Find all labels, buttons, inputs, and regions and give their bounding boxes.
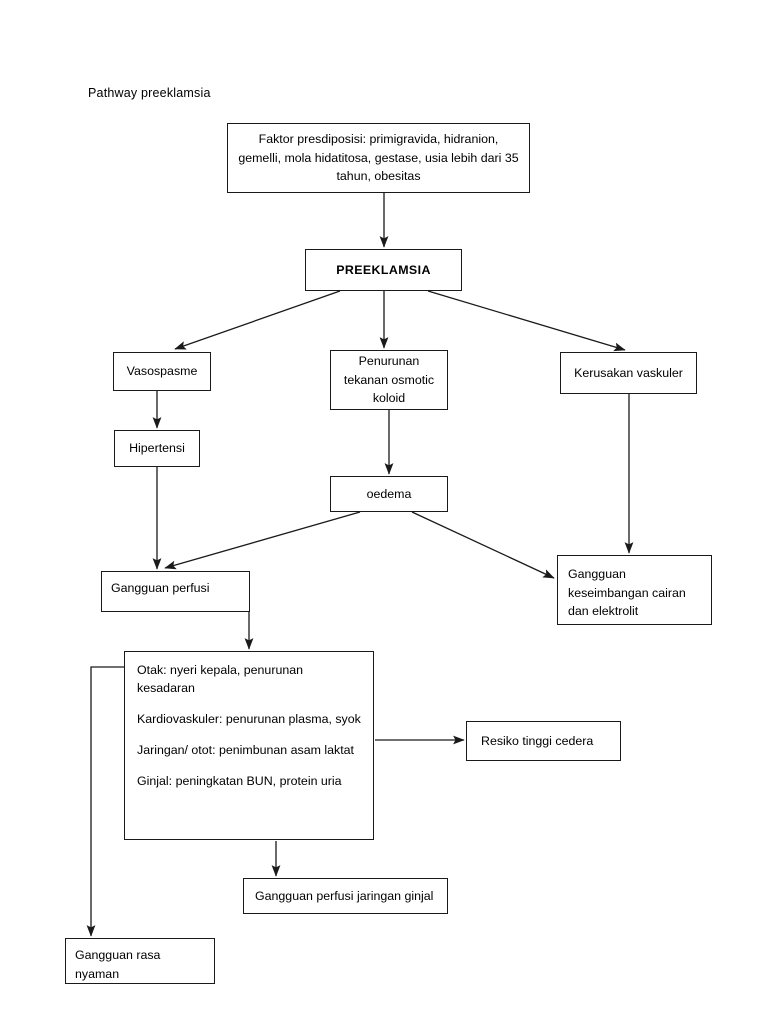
node-penurunan-tekanan-osmotic-koloid[interactable]: Penurunan tekanan osmotic koloid	[330, 350, 448, 410]
edge-detail-to-nyaman	[86, 666, 124, 937]
page-title: Pathway preeklamsia	[88, 86, 211, 100]
node-vasospasme[interactable]: Vasospasme	[113, 352, 211, 391]
node-gangguan-keseimbangan-cairan-elektrolit[interactable]: Gangguan keseimbangan cairan dan elektro…	[557, 555, 712, 625]
node-faktor-presdiposisi[interactable]: Faktor presdiposisi: primigravida, hidra…	[227, 123, 530, 193]
detail-item-otak: Otak: nyeri kepala, penurunan kesadaran	[137, 663, 304, 695]
node-organ-manifestations[interactable]: Otak: nyeri kepala, penurunan kesadaran …	[124, 651, 374, 840]
node-resiko-tinggi-cedera-label: Resiko tinggi cedera	[481, 733, 594, 748]
node-hipertensi-label: Hipertensi	[129, 441, 185, 456]
node-gangguan-perfusi-ginjal-label: Gangguan perfusi jaringan ginjal	[255, 888, 434, 903]
node-gangguan-rasa-nyaman-label: Gangguan rasa nyaman	[75, 948, 161, 981]
detail-item-ginjal: Ginjal: peningkatan BUN, protein uria	[137, 773, 342, 788]
node-hipertensi[interactable]: Hipertensi	[114, 430, 200, 467]
node-gangguan-perfusi[interactable]: Gangguan perfusi	[101, 571, 250, 612]
node-preeklamsia[interactable]: PREEKLAMSIA	[305, 249, 462, 291]
edge-preeklamsia-to-kerusakan	[427, 290, 626, 352]
node-faktor-label: Faktor presdiposisi: primigravida, hidra…	[238, 132, 519, 184]
node-gangguan-rasa-nyaman[interactable]: Gangguan rasa nyaman	[65, 938, 215, 984]
node-kerusakan-vaskuler[interactable]: Kerusakan vaskuler	[560, 352, 697, 394]
edge-oedema-to-keseimbangan	[411, 511, 555, 579]
edge-preeklamsia-to-vasospasme	[174, 290, 341, 350]
node-oedema-label: oedema	[366, 486, 412, 501]
node-penurunan-label: Penurunan tekanan osmotic koloid	[343, 354, 435, 406]
node-gangguan-perfusi-label: Gangguan perfusi	[111, 581, 210, 595]
node-vasospasme-label: Vasospasme	[126, 364, 198, 379]
detail-item-jaringan-otot: Jaringan/ otot: penimbunan asam laktat	[137, 742, 354, 757]
node-gangguan-keseimbangan-label: Gangguan keseimbangan cairan dan elektro…	[568, 567, 686, 619]
node-preeklamsia-label: PREEKLAMSIA	[336, 262, 431, 277]
node-oedema[interactable]: oedema	[330, 476, 448, 512]
edge-oedema-to-gangguan-perfusi	[164, 511, 361, 570]
node-resiko-tinggi-cedera[interactable]: Resiko tinggi cedera	[466, 721, 621, 761]
detail-item-kardiovaskuler: Kardiovaskuler: penurunan plasma, syok	[137, 711, 361, 726]
node-kerusakan-vaskuler-label: Kerusakan vaskuler	[574, 365, 683, 380]
node-gangguan-perfusi-jaringan-ginjal[interactable]: Gangguan perfusi jaringan ginjal	[243, 878, 448, 914]
